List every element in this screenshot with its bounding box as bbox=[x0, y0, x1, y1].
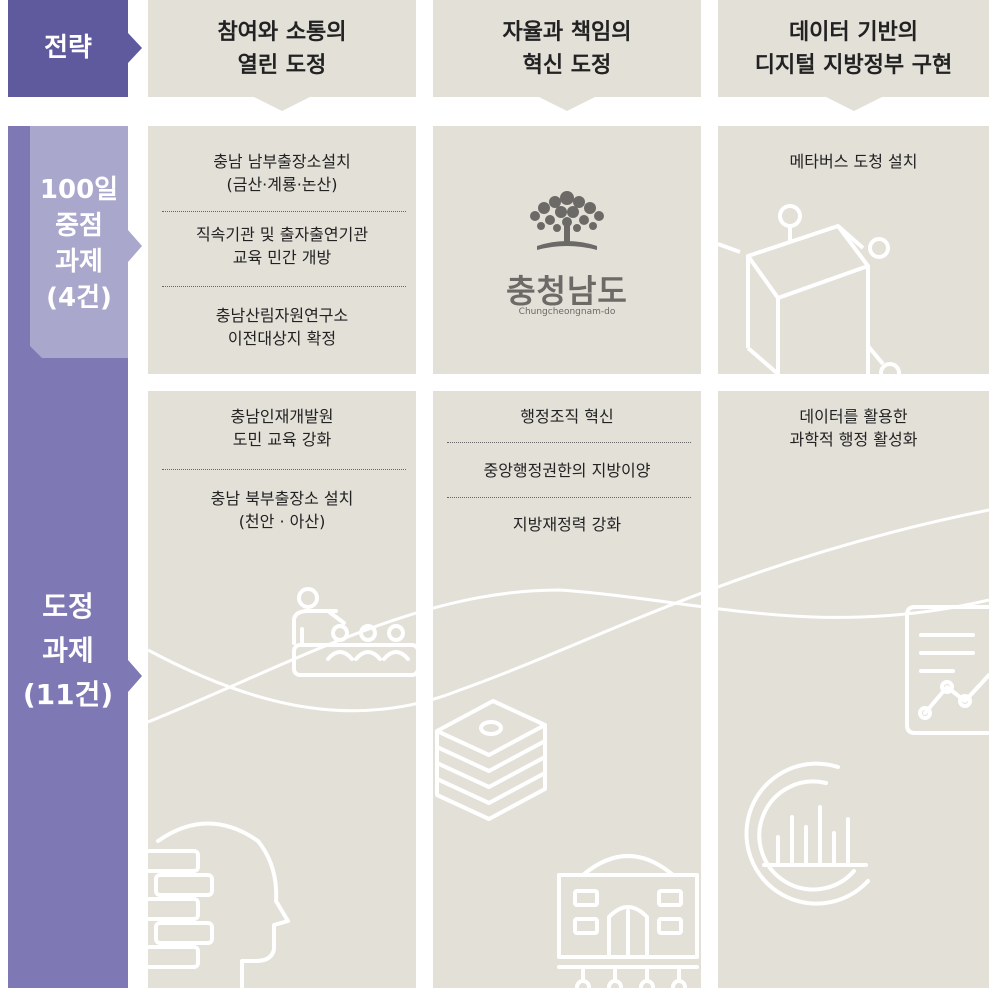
logo-text: 충청남도 bbox=[506, 272, 628, 310]
core-panel-2: 충청남도 Chungcheongnam-do bbox=[433, 126, 701, 374]
strategy-label: 전략 bbox=[44, 33, 92, 63]
logo-roman: Chungcheongnam-do bbox=[518, 307, 616, 317]
metaverse-cube-icon bbox=[718, 204, 901, 374]
building-icon bbox=[557, 854, 699, 988]
divider bbox=[447, 497, 691, 498]
gov-task-5: 지방재정력 강화 bbox=[512, 515, 622, 534]
gov-task-2: 충남 북부출장소 설치(천안 · 아산) bbox=[210, 489, 354, 531]
core-tasks-label: 100일 중점 과제 (4건) bbox=[39, 175, 119, 313]
divider bbox=[162, 286, 406, 287]
gov-task-4: 중앙행정권한의 지방이양 bbox=[483, 461, 651, 480]
gov-task-3: 행정조직 혁신 bbox=[520, 407, 614, 426]
report-chart-icon bbox=[905, 605, 989, 735]
core-task-1: 충남 남부출장소설치(금산·계룡·논산) bbox=[213, 152, 351, 194]
bar-chart-circle-icon bbox=[744, 761, 870, 906]
left-label-column bbox=[8, 0, 142, 988]
gov-tasks-label: 도정 과제 (11건) bbox=[22, 590, 114, 711]
money-stack-icon bbox=[435, 699, 547, 821]
core-task-4: 메타버스 도청 설치 bbox=[789, 152, 918, 171]
divider bbox=[162, 211, 406, 212]
lecture-icon bbox=[292, 587, 416, 677]
divider bbox=[447, 442, 691, 443]
tree-logo-icon bbox=[530, 191, 604, 250]
divider bbox=[162, 469, 406, 470]
gov-panel-2: 행정조직 혁신 중앙행정권한의 지방이양 지방재정력 강화 bbox=[433, 391, 701, 988]
core-panel-3: 메타버스 도청 설치 bbox=[718, 126, 989, 374]
head-books-icon bbox=[148, 821, 290, 988]
